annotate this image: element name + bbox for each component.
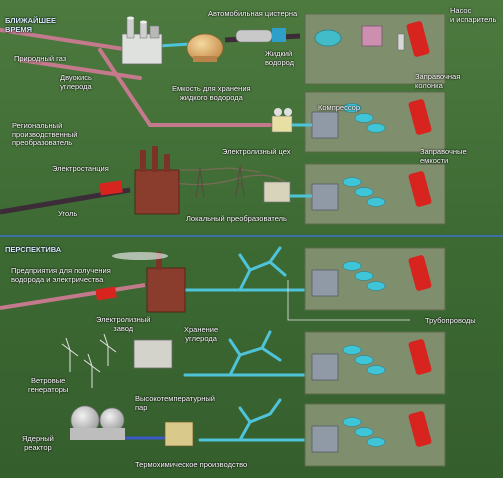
coal-train [99, 180, 123, 196]
label-pipelines: Трубопроводы [425, 316, 476, 325]
label-hot-steam: Высокотемпературный пар [135, 394, 215, 412]
filling-station-top [304, 13, 446, 85]
label-wind-generators: Ветровые генераторы [28, 376, 69, 394]
label-co2: Двуокись углерода [60, 73, 92, 91]
coal-train-perspective [95, 286, 117, 301]
label-local-converter: Локальный преобразователь [186, 214, 287, 223]
natural-gas-pipeline [0, 28, 272, 127]
local-converter [263, 181, 291, 203]
label-electrolysis-shop: Электролизный цех [222, 147, 291, 156]
section-title-perspective: ПЕРСПЕКТИВА [5, 245, 62, 254]
label-liquid-hydrogen: Жидкий водород [265, 49, 295, 67]
electrolysis-plant [133, 339, 173, 369]
label-coal: Уголь [58, 209, 78, 218]
label-natural-gas: Природный газ [14, 54, 67, 63]
label-thermochemical: Термохимическое производство [135, 460, 248, 469]
filling-station-bottom-near [304, 163, 446, 225]
power-line [159, 167, 291, 186]
filling-station-perspective-3 [304, 403, 446, 467]
regional-converter-plant [121, 16, 163, 65]
nuclear-reactor [70, 405, 125, 440]
pipelines-callout [287, 280, 410, 321]
label-pump-evaporator: Насос и испаритель [450, 6, 497, 24]
tank-truck [235, 28, 286, 43]
label-carbon-storage: Хранение углерода [184, 325, 219, 343]
filling-station-perspective-1 [304, 247, 446, 311]
thermochemical-plant [164, 421, 194, 447]
hydrogen-pipeline-network [183, 246, 307, 442]
label-regional-converter: Региональный производственный преобразов… [12, 121, 78, 147]
transmission-towers [195, 165, 245, 199]
label-nuclear-reactor: Ядерный реактор [22, 434, 54, 452]
power-station [134, 146, 180, 215]
label-electrolysis-plant: Электролизный завод [96, 315, 151, 333]
filling-station-middle [304, 91, 446, 153]
label-filling-column: Заправочная колонка [415, 72, 461, 90]
filling-station-perspective-2 [304, 331, 446, 395]
hydrogen-power-enterprise [112, 252, 186, 313]
label-filling-tanks: Заправочные емкости [420, 147, 467, 165]
wind-generators [61, 333, 117, 388]
section-title-near-term: БЛИЖАЙШЕЕ ВРЕМЯ [5, 16, 56, 34]
hydrogen-storage-tank [186, 33, 224, 63]
gas-pipe-perspective [0, 283, 146, 310]
label-enterprises: Предприятия для получения водорода и эле… [11, 266, 111, 284]
label-power-station: Электростанция [52, 164, 109, 173]
label-tank-truck: Автомобильная цистерна [208, 9, 298, 18]
label-hydrogen-storage: Емкость для хранения жидкого водорода [172, 84, 251, 102]
label-compressor: Компрессор [318, 103, 361, 112]
